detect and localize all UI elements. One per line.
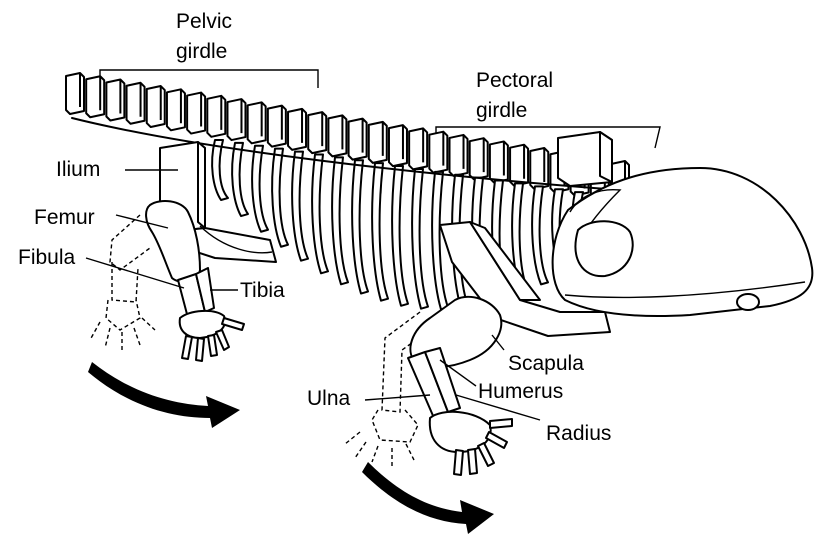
vertebra-spine bbox=[288, 109, 306, 150]
hind-limb-ghost bbox=[90, 215, 155, 352]
tibia-label: Tibia bbox=[240, 279, 285, 302]
fibula-label: Fibula bbox=[18, 246, 76, 269]
pelvic-girdle-label-line2: girdle bbox=[176, 40, 227, 63]
pelvic-girdle-label-line1: Pelvic bbox=[176, 10, 232, 33]
radius-label: Radius bbox=[546, 422, 611, 445]
hind-limb-motion-arrow bbox=[88, 362, 240, 428]
vertebra-spine bbox=[127, 83, 145, 124]
vertebra-spine bbox=[227, 99, 245, 140]
rib bbox=[272, 149, 288, 247]
nostril bbox=[737, 294, 759, 310]
rib bbox=[372, 163, 388, 301]
humerus-label: Humerus bbox=[478, 380, 563, 403]
pectoral-girdle-label-line2: girdle bbox=[476, 99, 527, 122]
rib bbox=[232, 143, 248, 216]
vertebra-spine bbox=[328, 115, 346, 156]
ilium-label: Ilium bbox=[56, 158, 100, 181]
vertebra-spine bbox=[248, 102, 266, 143]
rib bbox=[312, 154, 328, 273]
vertebra-spine bbox=[147, 86, 165, 127]
vertebra-spine bbox=[106, 80, 124, 121]
rib bbox=[532, 186, 548, 284]
vertebra-spine bbox=[490, 141, 508, 182]
rib bbox=[292, 152, 308, 261]
vertebra-spine bbox=[207, 96, 225, 137]
vertebra-spine bbox=[369, 122, 387, 163]
vertebra-spine bbox=[349, 119, 367, 160]
rib bbox=[412, 169, 428, 309]
vertebra-spine bbox=[308, 112, 326, 153]
rib bbox=[252, 146, 268, 232]
vertebra-spine bbox=[268, 106, 286, 147]
vertebra-spine bbox=[429, 132, 447, 173]
rib bbox=[332, 157, 348, 284]
vertebra-spine bbox=[66, 73, 84, 114]
rib bbox=[212, 140, 228, 200]
vertebral-spines bbox=[66, 73, 629, 202]
pectoral-girdle-label-line1: Pectoral bbox=[476, 69, 553, 92]
scapula-label: Scapula bbox=[508, 352, 584, 375]
femur-label: Femur bbox=[34, 206, 95, 229]
rib bbox=[392, 166, 408, 306]
vertebra-spine bbox=[389, 125, 407, 166]
vertebra-spine bbox=[86, 76, 104, 117]
vertebra-spine bbox=[187, 93, 205, 134]
rib bbox=[352, 160, 368, 293]
vertebra-spine bbox=[470, 138, 488, 179]
vertebra-spine bbox=[167, 89, 185, 130]
vertebra-spine bbox=[409, 128, 427, 169]
vertebra-spine bbox=[450, 135, 468, 176]
vertebra-spine bbox=[510, 145, 528, 186]
ulna-label: Ulna bbox=[307, 387, 351, 410]
